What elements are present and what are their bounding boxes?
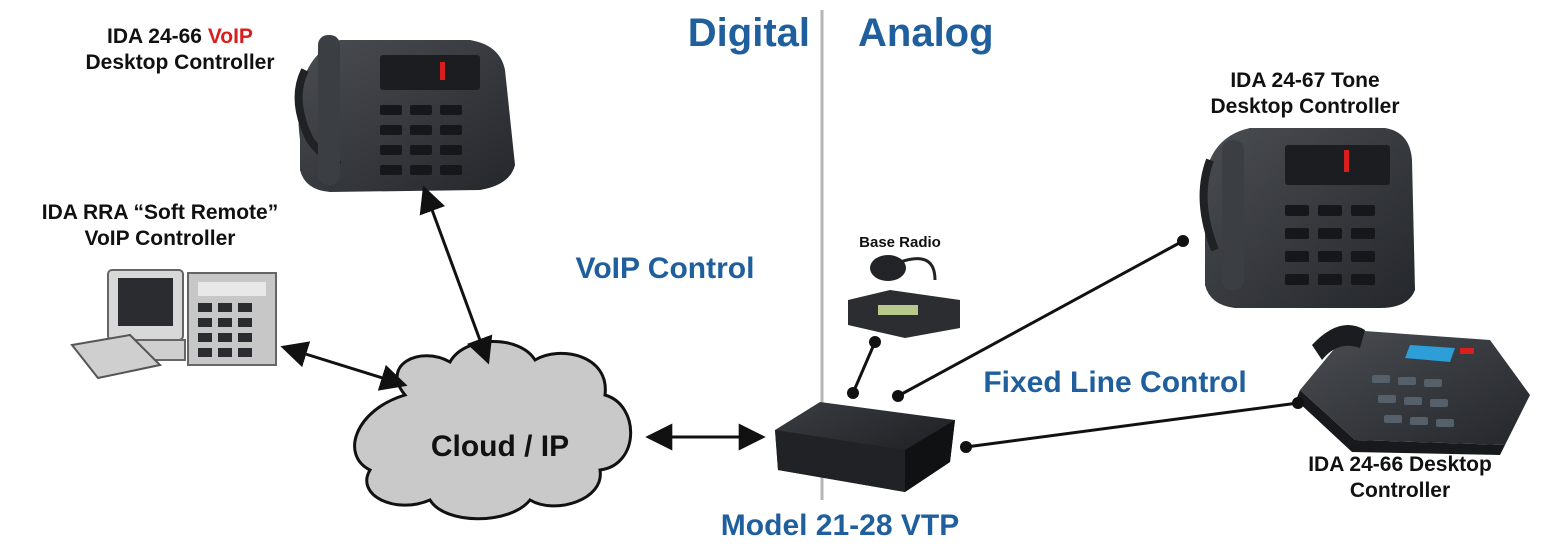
desk-controller-label-line1: IDA 24-66 Desktop [1308, 453, 1492, 476]
tone-controller-label: IDA 24-67 Tone Desktop Controller [1150, 68, 1460, 121]
desk-controller-phone-icon [1296, 325, 1530, 455]
tone-controller-label-line1: IDA 24-67 Tone [1230, 69, 1380, 92]
vtp-label: Model 21-28 VTP [720, 509, 960, 542]
voip-desk-controller-label: IDA 24-66 VoIP Desktop Controller [55, 24, 305, 77]
voip-desk-label-accent: VoIP [207, 25, 253, 48]
voip-desk-phone-icon [294, 35, 515, 192]
header-analog: Analog [858, 11, 994, 55]
voip-control-label: VoIP Control [575, 252, 755, 285]
voip-desk-label-prefix: IDA 24-66 [107, 25, 208, 48]
soft-remote-label-line1: IDA RRA “Soft Remote” [41, 201, 279, 224]
fixed-line-control-label: Fixed Line Control [983, 366, 1247, 399]
link-vtp-desk-controller [965, 401, 1299, 449]
soft-remote-pc-icon [70, 269, 277, 380]
link-vtp-tone-end [1177, 235, 1189, 247]
base-radio-label: Base Radio [859, 234, 941, 251]
link-vtp-desk-end [1292, 397, 1304, 409]
soft-remote-label-line2: VoIP Controller [84, 227, 236, 251]
link-vtp-radio-end [869, 336, 881, 348]
tone-desk-phone-icon [1199, 128, 1415, 308]
desk-controller-label-line2: Controller [1349, 479, 1451, 503]
arrow-pc-cloud [280, 341, 408, 391]
soft-remote-label: IDA RRA “Soft Remote” VoIP Controller [0, 200, 320, 253]
base-radio-icon [848, 255, 960, 338]
link-vtp-tone-start [892, 390, 904, 402]
desk-controller-label: IDA 24-66 Desktop Controller [1270, 452, 1530, 505]
arrow-voip-phone-cloud [419, 185, 493, 365]
link-vtp-radio-start [847, 387, 859, 399]
link-vtp-desk-start [960, 441, 972, 453]
link-vtp-tone-controller [897, 239, 1184, 398]
tone-controller-label-line2: Desktop Controller [1210, 95, 1400, 119]
voip-desk-label-line2: Desktop Controller [85, 51, 275, 75]
vtp-box-icon [775, 402, 955, 492]
header-digital: Digital [687, 11, 810, 55]
cloud-label: Cloud / IP [430, 430, 570, 463]
link-vtp-radio [851, 341, 877, 394]
